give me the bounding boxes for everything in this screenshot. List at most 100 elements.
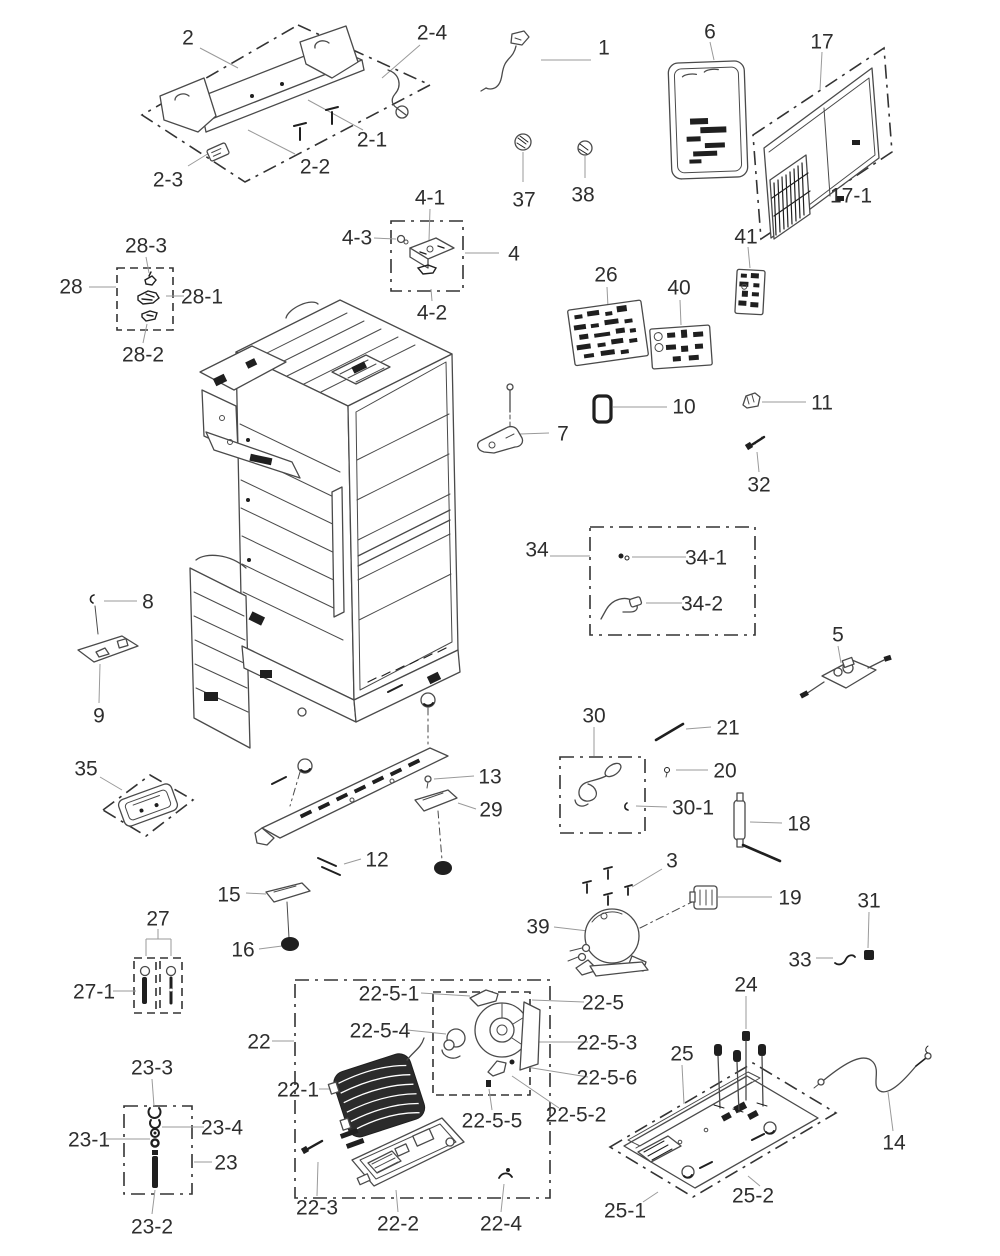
part-top-frame-assy bbox=[159, 25, 409, 162]
part-cabinet bbox=[189, 299, 461, 749]
part-label-30-1: 30-1 bbox=[672, 797, 714, 820]
part-screw-22-3 bbox=[300, 1139, 324, 1155]
group-box-17 bbox=[752, 46, 893, 241]
group-boxes bbox=[101, 24, 893, 1199]
part-pcb-26 bbox=[567, 299, 649, 367]
leader-lines bbox=[89, 41, 894, 1215]
part-dampers-27 bbox=[139, 965, 177, 1005]
part-condenser-22-1 bbox=[327, 1053, 426, 1138]
part-label-26: 26 bbox=[594, 264, 617, 287]
part-mount-strips bbox=[339, 1128, 365, 1149]
part-label-21: 21 bbox=[716, 717, 739, 740]
part-sensor-30 bbox=[574, 762, 629, 811]
part-label-38: 38 bbox=[571, 184, 594, 207]
part-label-23-2: 23-2 bbox=[131, 1216, 173, 1239]
part-label-8: 8 bbox=[142, 591, 154, 614]
part-fan-assy-22-5 bbox=[441, 989, 541, 1087]
part-label-41: 41 bbox=[734, 226, 757, 249]
part-label-31: 31 bbox=[857, 890, 880, 913]
part-cap-31 bbox=[864, 950, 874, 960]
part-label-23-1: 23-1 bbox=[68, 1129, 110, 1152]
part-label-23-3: 23-3 bbox=[131, 1057, 173, 1080]
part-label-17: 17 bbox=[810, 31, 833, 54]
part-label-7: 7 bbox=[557, 423, 569, 446]
part-label-22-2: 22-2 bbox=[377, 1213, 419, 1236]
group-box-34 bbox=[589, 526, 756, 636]
part-label-12: 12 bbox=[365, 849, 388, 872]
part-bracket-35 bbox=[117, 783, 179, 827]
part-bolts-24 bbox=[713, 1031, 768, 1113]
part-pcb-40 bbox=[649, 324, 713, 370]
part-label-22-5-1: 22-5-1 bbox=[359, 983, 420, 1006]
part-label-3: 3 bbox=[666, 850, 678, 873]
part-label-28: 28 bbox=[59, 276, 82, 299]
part-sketches bbox=[77, 25, 932, 1189]
part-label-28-3: 28-3 bbox=[125, 235, 167, 258]
part-gasket-10 bbox=[592, 394, 613, 424]
part-label-25-2: 25-2 bbox=[732, 1185, 774, 1208]
part-screw-32 bbox=[744, 435, 766, 451]
part-label-13: 13 bbox=[478, 766, 501, 789]
group-box-2 bbox=[140, 24, 432, 183]
part-label-22-1: 22-1 bbox=[277, 1079, 319, 1102]
part-label-2-3: 2-3 bbox=[153, 169, 183, 192]
part-label-28-1: 28-1 bbox=[181, 286, 223, 309]
part-label-5: 5 bbox=[832, 624, 844, 647]
part-screw-20 bbox=[664, 767, 670, 778]
part-label-25: 25 bbox=[670, 1043, 693, 1066]
part-label-22-5-4: 22-5-4 bbox=[350, 1020, 411, 1043]
part-label-19: 19 bbox=[778, 887, 801, 910]
part-label-25-1: 25-1 bbox=[604, 1200, 646, 1223]
part-base-rail bbox=[254, 684, 458, 951]
part-wire-14 bbox=[813, 1045, 932, 1093]
part-label-2-4: 2-4 bbox=[417, 22, 448, 45]
part-label-30: 30 bbox=[582, 705, 605, 728]
part-label-23: 23 bbox=[214, 1152, 237, 1175]
group-box-30 bbox=[559, 756, 646, 834]
part-label-2: 2 bbox=[182, 27, 194, 50]
part-grommet-37 bbox=[514, 133, 532, 151]
part-label-34-2: 34-2 bbox=[681, 593, 723, 616]
part-label-22-3: 22-3 bbox=[296, 1197, 338, 1220]
part-pcb-41 bbox=[734, 268, 766, 316]
part-label-37: 37 bbox=[512, 189, 535, 212]
part-label-32: 32 bbox=[747, 474, 770, 497]
part-label-6: 6 bbox=[704, 21, 716, 44]
part-label-2-1: 2-1 bbox=[357, 129, 387, 152]
part-label-4: 4 bbox=[508, 243, 520, 266]
part-label-22-5: 22-5 bbox=[582, 992, 624, 1015]
group-box-28 bbox=[116, 267, 174, 331]
part-label-22-5-6: 22-5-6 bbox=[577, 1067, 638, 1090]
part-label-16: 16 bbox=[231, 939, 254, 962]
part-grommet-38 bbox=[577, 140, 593, 156]
part-label-17-1: 17-1 bbox=[830, 185, 872, 208]
part-hinge-bits-28 bbox=[137, 271, 160, 322]
part-label-1: 1 bbox=[598, 37, 610, 60]
part-label-27: 27 bbox=[146, 908, 169, 931]
part-label-14: 14 bbox=[882, 1132, 906, 1155]
part-label-22-5-2: 22-5-2 bbox=[546, 1104, 607, 1127]
part-label-24: 24 bbox=[734, 974, 758, 997]
part-label-29: 29 bbox=[479, 799, 502, 822]
group-box-35 bbox=[101, 774, 195, 837]
group-box-25 bbox=[608, 1062, 838, 1198]
part-bracket-9 bbox=[77, 635, 139, 663]
part-hinge-4 bbox=[396, 234, 455, 275]
part-label-34: 34 bbox=[525, 539, 549, 562]
part-wire-1 bbox=[480, 30, 530, 92]
part-label-15: 15 bbox=[217, 884, 240, 907]
part-label-20: 20 bbox=[713, 760, 736, 783]
part-label-22-4: 22-4 bbox=[480, 1213, 522, 1236]
part-label-18: 18 bbox=[787, 813, 810, 836]
part-holder-18 bbox=[733, 792, 782, 863]
part-label-33: 33 bbox=[788, 949, 811, 972]
part-label-40: 40 bbox=[667, 277, 690, 300]
part-label-22-5-5: 22-5-5 bbox=[462, 1110, 523, 1133]
part-cover-6 bbox=[667, 60, 749, 180]
part-compressor-39 bbox=[567, 866, 693, 977]
group-box-22 bbox=[294, 979, 551, 1199]
part-sensor-34 bbox=[600, 553, 643, 620]
part-label-22: 22 bbox=[247, 1031, 270, 1054]
